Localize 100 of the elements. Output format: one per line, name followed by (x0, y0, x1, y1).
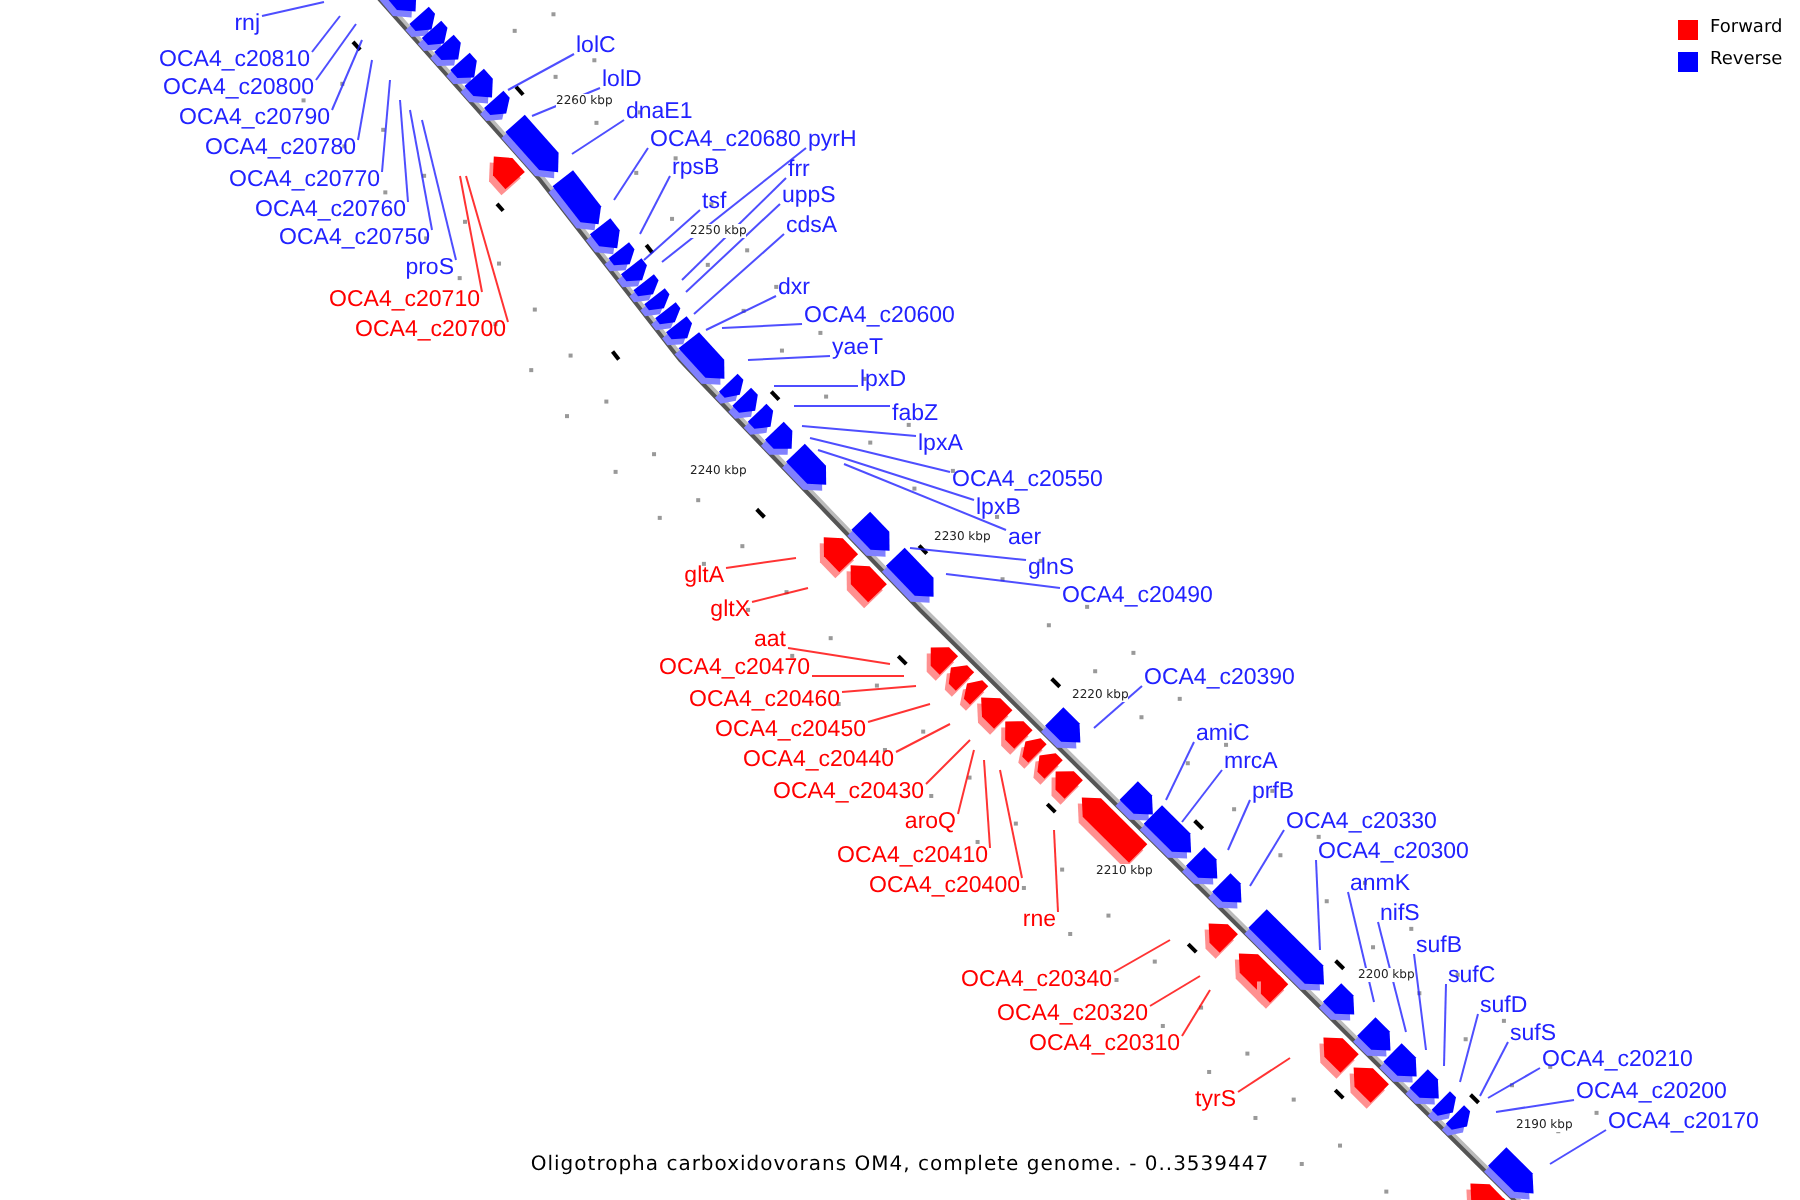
gene-label: OCA4_c20430 (773, 778, 924, 806)
gene-label: aroQ (904, 808, 956, 836)
leader-line (1377, 921, 1407, 1033)
gene-label: lpxD (860, 366, 907, 394)
leader-line (1113, 939, 1171, 973)
leader-line (465, 175, 509, 323)
gene-label: OCA4_c20750 (279, 224, 430, 252)
gene-label: OCA4_c20440 (743, 746, 894, 774)
leader-line (721, 323, 803, 329)
gene-label: proS (405, 254, 454, 282)
leader-line (817, 449, 975, 501)
leader-line (787, 647, 891, 665)
leader-line (843, 463, 1007, 531)
leader-line (685, 203, 781, 293)
leader-line (1487, 1067, 1541, 1099)
gene-label: lpxB (976, 494, 1021, 522)
gene-label: gltA (684, 562, 724, 590)
gene-label: uppS (782, 182, 836, 210)
leader-line (773, 385, 859, 387)
gene-label: OCA4_c20790 (179, 104, 330, 132)
leader-line (409, 109, 433, 231)
gene-label: tsf (702, 188, 727, 216)
gene-label: lpxA (918, 430, 963, 458)
gene-label: fabZ (892, 400, 939, 428)
gene-label: prfB (1252, 778, 1295, 806)
gene-label: aat (754, 626, 786, 654)
leader-line (399, 99, 409, 203)
gene-label: OCA4_c20700 (355, 316, 506, 344)
gene-label: OCA4_c20470 (659, 654, 810, 682)
leader-line (507, 53, 575, 91)
leader-line (751, 587, 809, 603)
gene-label: OCA4_c20340 (961, 966, 1112, 994)
gene-label: mrcA (1224, 748, 1278, 776)
gene-label: dxr (778, 274, 810, 302)
gene-label: OCA4_c20550 (952, 466, 1103, 494)
leader-line (693, 233, 785, 315)
gene-label: OCA4_c20300 (1318, 838, 1469, 866)
leader-line (1495, 1099, 1575, 1113)
leader-line (1227, 799, 1251, 851)
leader-line (1181, 769, 1223, 823)
leader-line (315, 23, 357, 81)
leader-line (613, 147, 649, 201)
leader-line (895, 723, 951, 753)
legend-label: Reverse (1710, 50, 1783, 72)
leader-line (841, 685, 917, 693)
gene-label: OCA4_c20490 (1062, 582, 1213, 610)
legend-label: Forward (1710, 18, 1783, 40)
gene-label: cdsA (786, 212, 838, 240)
gene-label: aer (1008, 524, 1042, 552)
leader-line (801, 425, 917, 437)
leader-line (1181, 989, 1211, 1037)
gene-label: OCA4_c20800 (163, 74, 314, 102)
leader-line (1165, 741, 1195, 801)
leader-line (1443, 983, 1447, 1067)
leader-line (983, 759, 991, 849)
leader-line (311, 15, 341, 53)
gene-label: amiC (1196, 720, 1250, 748)
leader-line (571, 119, 625, 155)
gene-label: sufC (1448, 962, 1496, 990)
gene-label: OCA4_c20460 (689, 686, 840, 714)
leader-line (725, 557, 797, 569)
gene-label: rnj (234, 10, 260, 38)
leader-line (1053, 829, 1059, 913)
leader-line (867, 703, 931, 723)
leader-line (661, 147, 807, 263)
leader-line (925, 739, 971, 785)
gene-label: OCA4_c20400 (869, 872, 1020, 900)
leader-line (381, 79, 391, 173)
leader-line (643, 209, 701, 261)
leader-line (639, 175, 671, 235)
leader-line (421, 119, 457, 261)
leader-line (1459, 1013, 1479, 1083)
gene-label: frr (788, 156, 810, 184)
gene-label: OCA4_c20780 (205, 134, 356, 162)
gene-label: OCA4_c20310 (1029, 1030, 1180, 1058)
gene-label: OCA4_c20330 (1286, 808, 1437, 836)
gene-label: OCA4_c20320 (997, 1000, 1148, 1028)
leader-line (811, 675, 905, 677)
leader-line (459, 175, 483, 293)
leader-line (809, 437, 951, 473)
leader-line (1347, 891, 1375, 1003)
gene-label: lolD (602, 66, 642, 94)
leader-line (793, 405, 891, 407)
leader-line (1237, 1057, 1291, 1093)
leader-line (1249, 829, 1285, 887)
gene-label: sufS (1510, 1020, 1557, 1048)
gene-label: gltX (710, 596, 750, 624)
gene-label: dnaE1 (626, 98, 693, 126)
leader-line (531, 87, 601, 117)
caption: Oligotropha carboxidovorans OM4, complete genome. - 0..3539447 (528, 1154, 1272, 1176)
leader-line (681, 177, 787, 281)
gene-label: OCA4_c20200 (1576, 1078, 1727, 1106)
gene-label: lolC (576, 32, 616, 60)
gene-label: OCA4_c20410 (837, 842, 988, 870)
leader-line (999, 769, 1023, 879)
gene-label: sufD (1480, 992, 1528, 1020)
gene-label: OCA4_c20210 (1542, 1046, 1693, 1074)
gene-label: OCA4_c20390 (1144, 664, 1295, 692)
leader-line (957, 749, 975, 815)
gene-label: OCA4_c20760 (255, 196, 406, 224)
